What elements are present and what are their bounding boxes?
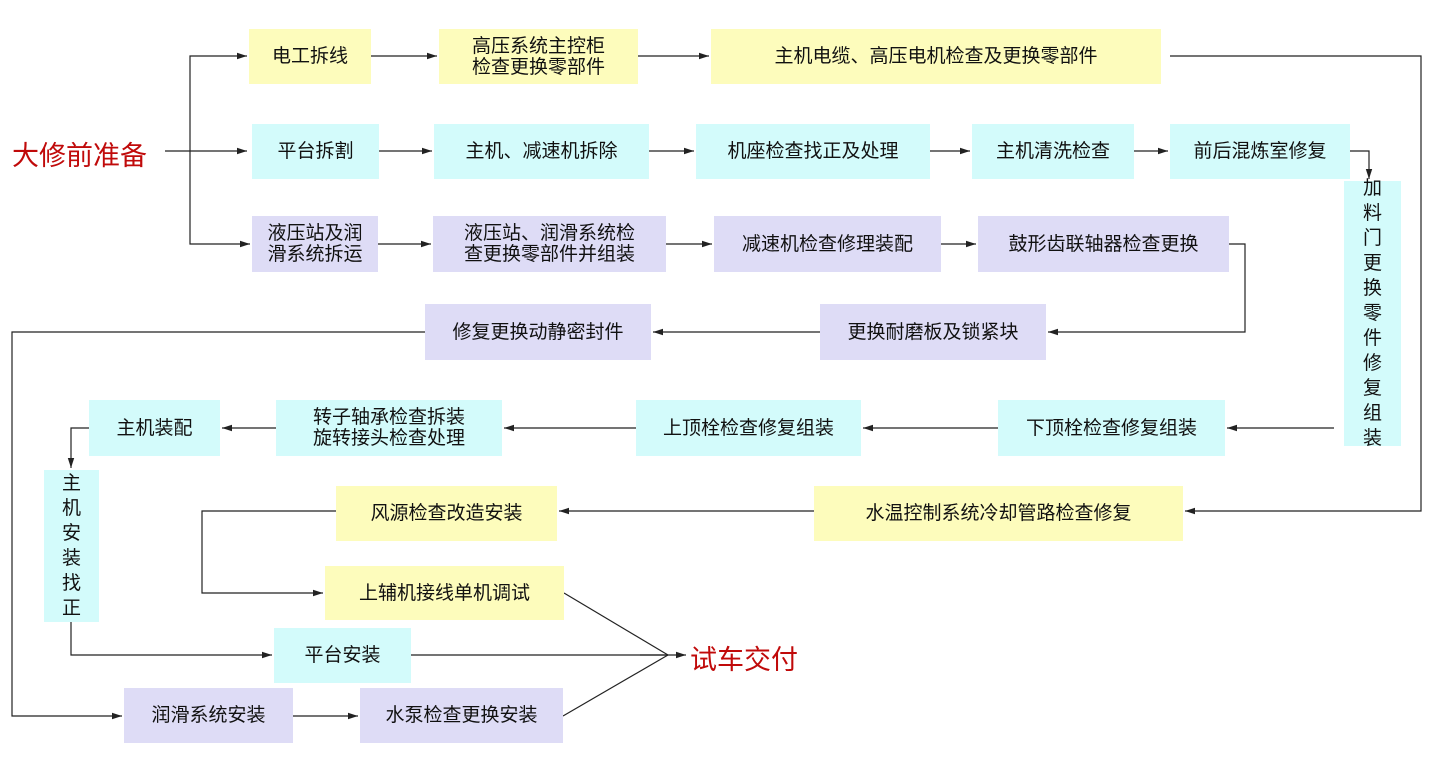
step-main-install-align: 主机安装找正 — [44, 470, 99, 622]
vertical-char: 组 — [1362, 402, 1382, 424]
step-hydraulic-check: 液压站、润滑系统检 查更换零部件并组装 — [433, 216, 666, 272]
connector-mixing-to-feed — [1350, 150, 1370, 179]
arrowhead — [422, 147, 432, 155]
connector-seal-to-lube — [11, 331, 425, 717]
step-electric-disconnect: 电工拆线 — [249, 29, 371, 84]
arrowhead — [504, 424, 514, 432]
step-reducer-repair: 减速机检查修理装配 — [714, 216, 941, 272]
step-air-source: 风源检查改造安装 — [336, 486, 557, 541]
step-platform-install: 平台安装 — [274, 628, 411, 683]
arrowhead — [1365, 169, 1373, 179]
vertical-char: 找 — [61, 572, 81, 594]
step-wear-plate: 更换耐磨板及锁紧块 — [820, 304, 1046, 360]
arrowhead — [676, 651, 686, 659]
arrowhead — [237, 52, 247, 60]
step-mixing-chamber: 前后混炼室修复 — [1170, 124, 1350, 179]
vertical-char: 机 — [61, 497, 81, 519]
vertical-char: 正 — [61, 597, 81, 619]
step-main-reducer-remove: 主机、减速机拆除 — [434, 124, 649, 179]
vertical-char: 更 — [1362, 252, 1382, 274]
arrowhead — [348, 712, 358, 720]
arrowhead — [702, 240, 712, 248]
step-main-assembly: 主机装配 — [89, 400, 220, 456]
vertical-char: 换 — [1362, 277, 1382, 299]
arrowhead — [1227, 424, 1237, 432]
arrowhead — [653, 328, 663, 336]
arrowhead — [427, 52, 437, 60]
arrowhead — [240, 240, 250, 248]
arrowhead — [966, 240, 976, 248]
arrowhead — [960, 147, 970, 155]
arrowhead — [222, 424, 232, 432]
vertical-char: 装 — [1362, 427, 1382, 449]
step-base-align: 机座检查找正及处理 — [696, 124, 930, 179]
finish-label: 试车交付 — [690, 645, 798, 676]
connector-start-hydraulic — [189, 151, 250, 245]
vertical-char: 主 — [61, 472, 81, 494]
arrowhead — [1048, 328, 1058, 336]
vertical-char: 修 — [1362, 352, 1382, 374]
step-feed-door: 加料门更换零件修复组装 — [1344, 177, 1401, 449]
connector-start-electric — [189, 55, 247, 151]
arrowhead — [559, 507, 569, 515]
step-coupling-replace: 鼓形齿联轴器检查更换 — [978, 216, 1229, 272]
arrowhead — [67, 458, 75, 468]
arrowhead — [863, 424, 873, 432]
connector — [70, 622, 272, 656]
step-water-temp: 水温控制系统冷却管路检查修复 — [814, 486, 1183, 541]
step-lube-install: 润滑系统安装 — [124, 688, 293, 743]
step-main-cable-motor: 主机电缆、高压电机检查及更换零部件 — [711, 29, 1161, 84]
connector-assembly-to-install — [70, 427, 89, 468]
vertical-char: 零 — [1362, 302, 1382, 324]
vertical-char: 件 — [1362, 327, 1382, 349]
step-platform-cut: 平台拆割 — [252, 124, 379, 179]
arrowhead — [684, 147, 694, 155]
arrowhead — [699, 52, 709, 60]
connector-coupling-to-wear — [1048, 243, 1246, 333]
connector-pump-to-finish — [562, 654, 669, 717]
step-seal-repair: 修复更换动静密封件 — [425, 304, 651, 360]
vertical-char: 加 — [1362, 177, 1382, 199]
arrowhead — [313, 589, 323, 597]
vertical-char: 门 — [1362, 227, 1382, 249]
step-lower-bolt: 下顶栓检查修复组装 — [998, 400, 1225, 456]
vertical-char: 料 — [1362, 202, 1382, 224]
step-main-clean: 主机清洗检查 — [972, 124, 1134, 179]
arrowhead — [112, 712, 122, 720]
start-label: 大修前准备 — [12, 141, 147, 172]
step-upper-bolt: 上顶栓检查修复组装 — [636, 400, 861, 456]
arrowhead — [237, 147, 247, 155]
arrowhead — [1158, 147, 1168, 155]
arrowhead — [262, 651, 272, 659]
step-hv-cabinet: 高压系统主控柜 检查更换零部件 — [439, 29, 638, 84]
arrowhead — [1185, 507, 1195, 515]
connector-cable-to-water — [1170, 55, 1422, 512]
connector-aux-to-finish — [563, 592, 669, 656]
vertical-char: 装 — [61, 547, 81, 569]
connector-air-to-aux — [201, 510, 336, 594]
step-hydraulic-remove: 液压站及润 滑系统拆运 — [252, 216, 378, 272]
vertical-char: 复 — [1362, 377, 1382, 399]
step-rotor-bearing: 转子轴承检查拆装 旋转接头检查处理 — [276, 400, 502, 456]
step-pump-install: 水泵检查更换安装 — [360, 688, 563, 743]
vertical-char: 安 — [61, 522, 81, 544]
step-aux-wiring: 上辅机接线单机调试 — [325, 566, 564, 620]
arrowhead — [421, 240, 431, 248]
